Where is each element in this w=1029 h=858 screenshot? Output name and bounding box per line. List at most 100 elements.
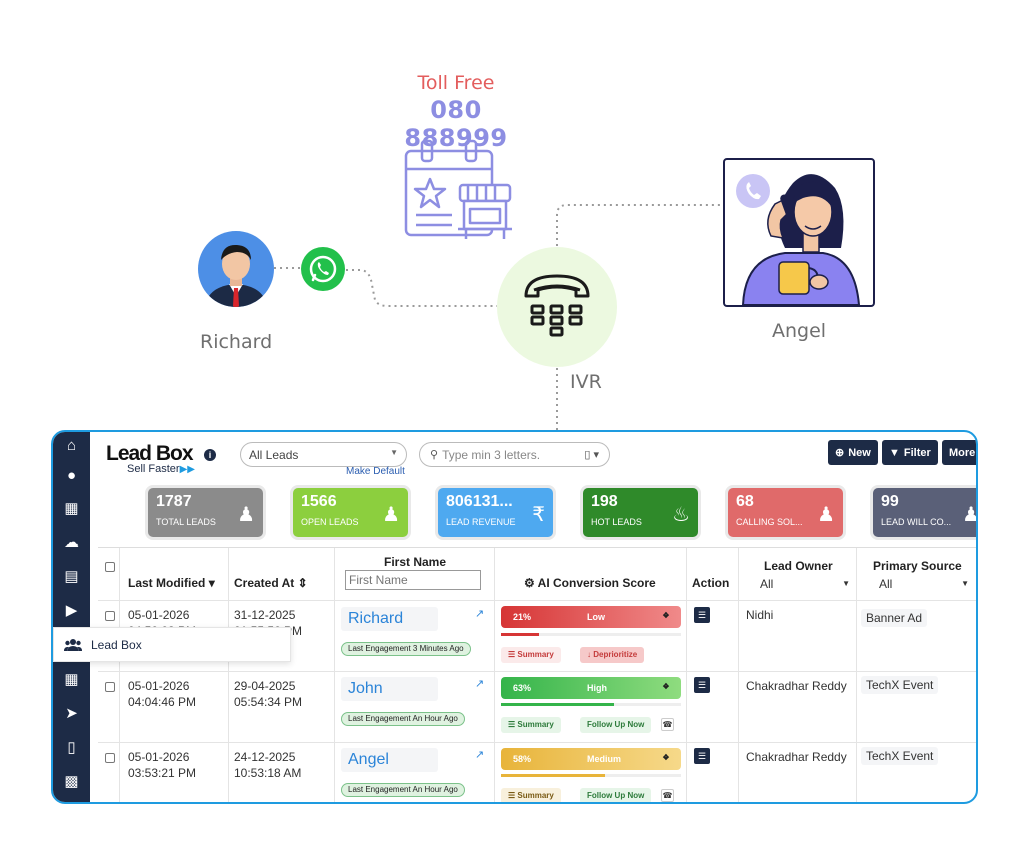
action-menu-button[interactable]: ☰ [694, 677, 710, 693]
deprioritize-button[interactable]: ↓ Deprioritize [580, 647, 645, 663]
follow-up-now-button[interactable]: Follow Up Now [580, 717, 652, 733]
summary-button[interactable]: ☰ Summary [501, 717, 561, 733]
row-checkbox[interactable] [105, 753, 115, 763]
ivr-telephone-icon [497, 247, 617, 367]
stat-lead-revenue[interactable]: 806131... LEAD REVENUE ₹ [438, 488, 553, 537]
score-progress [501, 703, 681, 706]
lead-name[interactable]: Richard [341, 607, 438, 631]
lead-owner: Chakradhar Reddy [746, 750, 847, 764]
primary-source-filter-value: All [879, 577, 893, 591]
header-ai-score: ⚙ AI Conversion Score [524, 576, 656, 628]
col-action [687, 548, 739, 802]
device-select-icon[interactable]: ▯ ▾ [584, 449, 599, 461]
logo-tagline-text: Sell Faster [127, 463, 180, 475]
summary-label: Summary [517, 650, 554, 659]
row-divider [98, 742, 976, 743]
make-default-link[interactable]: Make Default [346, 466, 405, 477]
stat-calling-solutions[interactable]: 68 CALLING SOL... ♟ [728, 488, 843, 537]
lead-view-select[interactable]: All Leads ▼ [240, 442, 407, 467]
ivr-label: IVR [570, 371, 602, 393]
action-menu-button[interactable]: ☰ [694, 748, 710, 764]
primary-source-tag: Banner Ad [861, 609, 928, 627]
stat-label: LEAD WILL CO... [881, 517, 952, 527]
lead-owner-filter[interactable]: All▼ [760, 576, 850, 592]
col-first-name [335, 548, 495, 802]
user-icon: ♟ [382, 504, 400, 526]
row-checkbox[interactable] [105, 682, 115, 692]
modified-time: 04:04:46 PM [128, 695, 197, 709]
filter-button-label: Filter [903, 446, 931, 459]
ai-score-bar: 63% High ❖ [501, 677, 681, 699]
stat-value: 806131... [446, 493, 513, 510]
cloud-icon[interactable]: ☁ [64, 534, 79, 551]
table-icon[interactable]: ▦ [64, 671, 79, 688]
last-engagement-badge: Last Engagement An Hour Ago [341, 712, 465, 726]
summary-button[interactable]: ☰ Summary [501, 647, 561, 663]
lead-name[interactable]: Angel [341, 748, 438, 772]
row-checkbox[interactable] [105, 611, 115, 621]
ai-score-bar: 21% Low ❖ [501, 606, 681, 628]
stat-total-leads[interactable]: 1787 TOTAL LEADS ♟ [148, 488, 263, 537]
info-icon[interactable]: ❖ [662, 611, 670, 620]
grid-icon[interactable]: ▩ [64, 773, 79, 790]
external-link-icon[interactable]: ↗ [475, 678, 485, 690]
primary-source-filter[interactable]: All▼ [879, 576, 969, 592]
created-date: 24-12-2025 [234, 750, 296, 764]
info-icon[interactable]: i [204, 449, 216, 461]
info-icon[interactable]: ❖ [662, 753, 670, 762]
phone-icon[interactable]: ☎ [661, 718, 674, 731]
first-name-filter-input[interactable] [345, 570, 481, 590]
ai-gears-icon: ⚙ [524, 576, 535, 590]
header-action: Action [692, 576, 730, 590]
list-icon: ☰ [508, 791, 516, 800]
lead-box-logo: Lead Box Sell Faster▶▶ [106, 442, 195, 475]
megaphone-icon[interactable]: ▶ [65, 602, 78, 619]
external-link-icon[interactable]: ↗ [475, 608, 485, 620]
table-row[interactable]: 05-01-2026 04:04:46 PM 29-04-2025 05:54:… [98, 671, 976, 742]
external-link-icon[interactable]: ↗ [475, 749, 485, 761]
header-last-modified[interactable]: Last Modified ▾ [128, 576, 215, 628]
more-button[interactable]: More [942, 440, 976, 465]
user-icon: ♟ [817, 504, 835, 526]
stat-lead-will-convert[interactable]: 99 LEAD WILL CO... ♟ [873, 488, 976, 537]
follow-up-now-button[interactable]: Follow Up Now [580, 788, 652, 802]
phone-icon[interactable]: ☎ [661, 789, 674, 802]
stat-open-leads[interactable]: 1566 OPEN LEADS ♟ [293, 488, 408, 537]
chevron-down-icon: ▼ [390, 448, 398, 457]
calendar-icon[interactable]: ▦ [64, 500, 79, 517]
fast-forward-icon: ▶▶ [179, 464, 195, 475]
header-divider [98, 600, 976, 601]
col-last-modified [120, 548, 229, 802]
list-icon[interactable]: ▤ [64, 568, 79, 585]
info-icon[interactable]: ❖ [662, 682, 670, 691]
search-placeholder: Type min 3 letters. [442, 447, 541, 462]
header-label: AI Conversion Score [537, 576, 656, 590]
modified-date: 05-01-2026 [128, 679, 190, 693]
table-row[interactable]: 05-01-2026 04:50:03 PM 31-12-2025 01:55:… [98, 600, 976, 671]
whatsapp-call-icon[interactable] [300, 246, 346, 292]
sidebar-flyout-lead-box[interactable]: Lead Box [53, 627, 291, 662]
calendar-shop-icon [404, 139, 512, 239]
home-icon[interactable]: ⌂ [66, 436, 77, 454]
rocket-icon[interactable]: ➤ [65, 705, 78, 722]
user-icon[interactable]: ● [66, 466, 77, 484]
table-row[interactable]: 05-01-2026 03:53:21 PM 24-12-2025 10:53:… [98, 742, 976, 802]
summary-label: Summary [517, 791, 554, 800]
new-button[interactable]: ⊕New [828, 440, 878, 465]
score-level: Low [587, 612, 605, 622]
follow-up-label: Follow Up Now [587, 720, 645, 729]
mobile-icon[interactable]: ▯ [67, 739, 76, 756]
select-all-checkbox[interactable] [105, 562, 115, 572]
search-input[interactable]: ⚲ Type min 3 letters. ▯ ▾ [419, 442, 610, 467]
created-time: 10:53:18 AM [234, 766, 302, 780]
summary-button[interactable]: ☰ Summary [501, 788, 561, 802]
action-menu-button[interactable]: ☰ [694, 607, 710, 623]
header-created-at[interactable]: Created At ⇕ [234, 576, 308, 628]
lead-name[interactable]: John [341, 677, 438, 701]
filter-button[interactable]: ▼Filter [882, 440, 938, 465]
score-progress-fill [501, 774, 606, 777]
new-button-label: New [848, 446, 871, 459]
stat-hot-leads[interactable]: 198 HOT LEADS ♨ [583, 488, 698, 537]
col-lead-owner [739, 548, 857, 802]
